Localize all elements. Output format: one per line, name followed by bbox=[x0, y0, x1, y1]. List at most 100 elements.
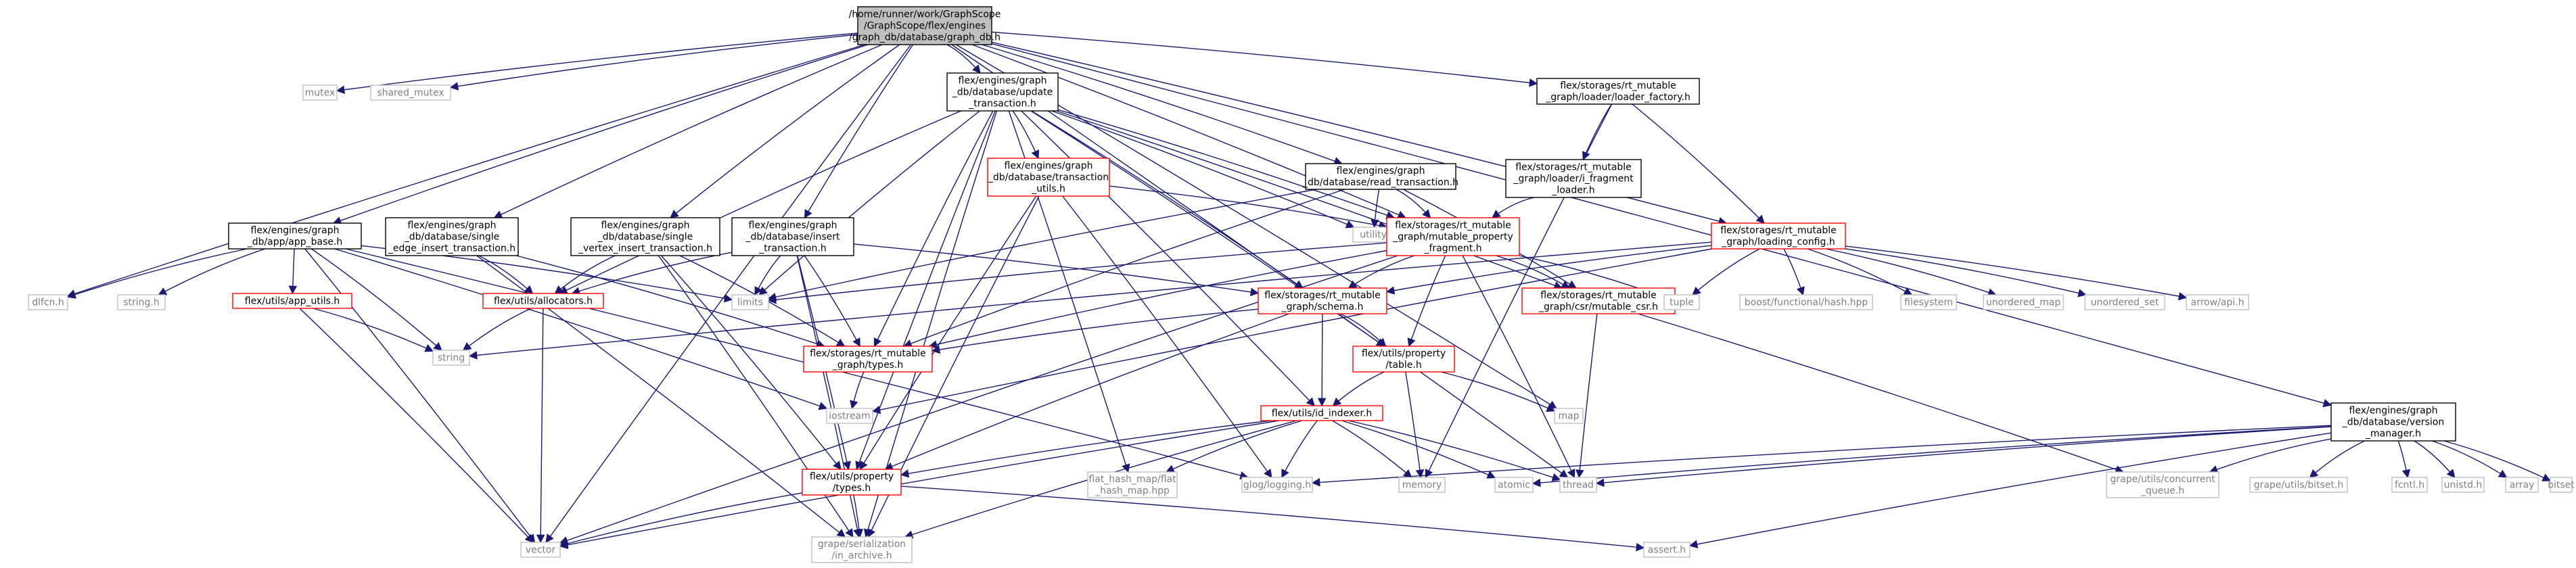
edge-read_txn-to-types bbox=[903, 189, 1345, 348]
edge-id_indexer-to-atomic bbox=[1341, 420, 1496, 479]
node-loader_factory[interactable]: flex/storages/rt_mutable_graph/loader/lo… bbox=[1536, 78, 1700, 105]
node-label-tuple-0: tuple bbox=[1670, 298, 1694, 308]
edge-read_txn-to-limits bbox=[767, 189, 1316, 302]
edge-app_utils-to-string bbox=[313, 308, 434, 352]
node-atomic: atomic bbox=[1494, 477, 1534, 493]
edge-app_base-to-app_utils bbox=[288, 248, 298, 295]
node-property_table[interactable]: flex/utils/property/table.h bbox=[1352, 346, 1455, 373]
node-mutable_csr[interactable]: flex/storages/rt_mutable_graph/csr/mutab… bbox=[1521, 287, 1676, 314]
node-label-grape_concurrent-0: grape/utils/concurrent bbox=[2110, 474, 2215, 485]
node-allocators[interactable]: flex/utils/allocators.h bbox=[482, 293, 604, 309]
node-schema[interactable]: flex/storages/rt_mutable_graph/schema.h bbox=[1258, 287, 1387, 314]
node-box-types bbox=[803, 346, 933, 373]
node-in_archive: grape/serialization/in_archive.h bbox=[811, 536, 913, 563]
node-dlfcn: dlfcn.h bbox=[28, 294, 68, 310]
node-label-mutable_fragment-1: _graph/mutable_property bbox=[1392, 232, 1513, 243]
node-iostream: iostream bbox=[826, 408, 873, 424]
node-label-map-0: map bbox=[1558, 411, 1579, 422]
edge-property_table-to-memory bbox=[1405, 371, 1425, 479]
edge-loading_config-to-iostream bbox=[871, 248, 1713, 415]
node-box-string bbox=[432, 350, 470, 366]
edge-loader_factory-to-memory bbox=[1425, 103, 1613, 479]
node-property_types[interactable]: flex/utils/property/types.h bbox=[802, 469, 902, 496]
node-i_fragment_loader[interactable]: flex/storages/rt_mutable_graph/loader/i_… bbox=[1505, 159, 1642, 198]
node-flat_hash_map: flat_hash_map/flat_hash_map.hpp bbox=[1087, 471, 1178, 498]
node-single_edge[interactable]: flex/engines/graph_db/database/single_ed… bbox=[385, 217, 519, 256]
edge-allocators-to-vector bbox=[536, 308, 545, 544]
node-app_utils[interactable]: flex/utils/app_utils.h bbox=[232, 293, 352, 309]
node-unistd: unistd.h bbox=[2441, 477, 2485, 493]
node-box-boost_hash bbox=[1739, 294, 1873, 310]
node-box-mutable_csr bbox=[1521, 287, 1676, 314]
edge-loading_config-to-arrow_api bbox=[1845, 245, 2188, 301]
node-box-grape_bitset bbox=[2249, 477, 2348, 493]
node-label-id_indexer-0: flex/utils/id_indexer.h bbox=[1272, 408, 1372, 419]
node-label-string_h-0: string.h bbox=[123, 298, 160, 308]
edge-single_vertex-to-allocators bbox=[554, 255, 616, 294]
node-label-dlfcn-0: dlfcn.h bbox=[32, 298, 64, 308]
node-id_indexer[interactable]: flex/utils/id_indexer.h bbox=[1260, 405, 1383, 421]
node-box-assert bbox=[1643, 542, 1690, 558]
node-box-app_utils bbox=[232, 293, 352, 309]
edge-app_base-to-glog bbox=[345, 248, 1249, 480]
node-box-bitset bbox=[2550, 477, 2573, 493]
node-box-single_vertex bbox=[570, 217, 720, 256]
node-box-loader_factory bbox=[1536, 78, 1700, 105]
node-box-atomic bbox=[1494, 477, 1534, 493]
node-types[interactable]: flex/storages/rt_mutable_graph/types.h bbox=[803, 346, 933, 373]
edge-allocators-to-string bbox=[462, 308, 532, 351]
edge-read_txn-to-utility bbox=[1371, 189, 1380, 229]
edge-insert_txn-to-in_archive bbox=[796, 255, 862, 538]
edge-i_fragment_loader-to-mutable_fragment bbox=[1491, 197, 1535, 218]
node-app_base[interactable]: flex/engines/graph_db/app/app_base.h bbox=[228, 222, 362, 250]
node-update_txn[interactable]: flex/engines/graph_db/database/update_tr… bbox=[946, 72, 1059, 112]
edge-loading_config-to-boost_hash bbox=[1783, 248, 1805, 296]
node-mutable_fragment[interactable]: flex/storages/rt_mutable_graph/mutable_p… bbox=[1386, 217, 1520, 256]
edge-root-to-version_manager bbox=[991, 43, 2332, 408]
node-label-property_table-1: /table.h bbox=[1385, 360, 1422, 371]
node-fcntl: fcntl.h bbox=[2391, 477, 2428, 493]
node-label-single_vertex-2: _vertex_insert_transaction.h bbox=[578, 243, 712, 254]
node-root[interactable]: /home/runner/work/GraphScope/GraphScope/… bbox=[849, 6, 1001, 45]
node-box-thread bbox=[1559, 477, 1597, 493]
node-insert_txn[interactable]: flex/engines/graph_db/database/insert_tr… bbox=[731, 217, 854, 256]
edge-version_manager-to-unistd bbox=[2414, 440, 2456, 478]
node-label-allocators-0: flex/utils/allocators.h bbox=[494, 296, 593, 307]
edge-schema-to-types bbox=[931, 308, 1259, 354]
node-box-unistd bbox=[2441, 477, 2485, 493]
edge-root-to-mutable_fragment bbox=[971, 44, 1407, 219]
node-label-unordered_set-0: unordered_set bbox=[2091, 298, 2159, 308]
node-box-arrow_api bbox=[2186, 294, 2249, 310]
edge-loading_config-to-schema bbox=[1385, 245, 1712, 295]
node-label-types-1: _graph/types.h bbox=[832, 360, 904, 371]
node-label-app_base-1: _db/app/app_base.h bbox=[247, 237, 343, 247]
node-label-string-0: string bbox=[438, 353, 465, 364]
node-label-mutable_csr-1: _graph/csr/mutable_csr.h bbox=[1538, 302, 1658, 312]
edge-app_base-to-string_h bbox=[158, 248, 266, 295]
edge-root-to-single_vertex bbox=[670, 44, 900, 218]
node-box-grape_concurrent bbox=[2106, 471, 2220, 498]
node-txn_utils[interactable]: flex/engines/graph_db/database/transacti… bbox=[987, 158, 1110, 197]
node-label-atomic-0: atomic bbox=[1498, 480, 1530, 491]
node-assert: assert.h bbox=[1643, 542, 1690, 558]
node-label-loader_factory-1: _graph/loader/loader_factory.h bbox=[1545, 92, 1690, 103]
node-version_manager[interactable]: flex/engines/graph_db/database/version_m… bbox=[2330, 402, 2456, 442]
node-label-single_edge-2: _edge_insert_transaction.h bbox=[388, 243, 515, 254]
node-loading_config[interactable]: flex/storages/rt_mutable_graph/loading_c… bbox=[1711, 222, 1846, 250]
edge-property_types-to-in_archive bbox=[853, 494, 864, 538]
edge-mutable_csr-to-grape_concurrent bbox=[1638, 313, 2124, 474]
node-bitset: bitset bbox=[2548, 477, 2575, 493]
node-shared_mutex: shared_mutex bbox=[370, 85, 451, 101]
edge-root-to-dlfcn bbox=[66, 44, 865, 298]
node-grape_bitset: grape/utils/bitset.h bbox=[2249, 477, 2348, 493]
node-box-shared_mutex bbox=[370, 85, 451, 101]
node-label-version_manager-0: flex/engines/graph bbox=[2349, 406, 2438, 417]
node-read_txn[interactable]: flex/engines/graph_db/database/read_tran… bbox=[1302, 163, 1458, 190]
node-label-read_txn-1: _db/database/read_transaction.h bbox=[1302, 177, 1458, 188]
edge-insert_txn-to-allocators bbox=[571, 252, 733, 295]
node-box-insert_txn bbox=[731, 217, 854, 256]
node-label-grape_concurrent-1: _queue.h bbox=[2140, 486, 2184, 496]
node-label-schema-1: _graph/schema.h bbox=[1281, 302, 1364, 312]
node-single_vertex[interactable]: flex/engines/graph_db/database/single_ve… bbox=[570, 217, 720, 256]
node-box-loading_config bbox=[1711, 222, 1846, 250]
